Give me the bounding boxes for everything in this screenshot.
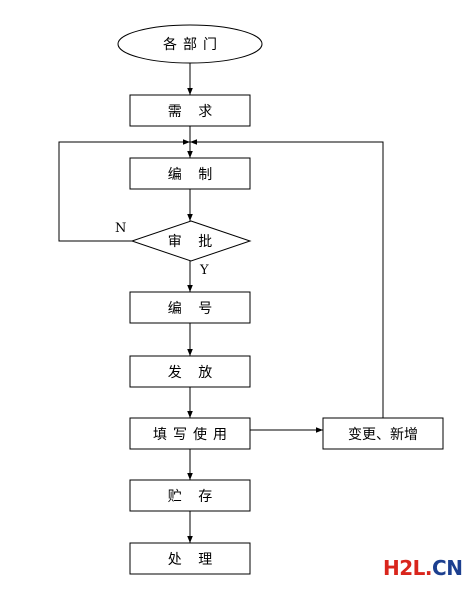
fill-use-node-shape	[129, 417, 251, 450]
demand-node-shape	[129, 94, 251, 127]
watermark-dot: .	[424, 556, 433, 580]
edge-yes-label: Y	[199, 263, 209, 278]
store-node-label: 贮 存	[168, 489, 218, 505]
watermark-suffix-text: CN	[432, 556, 463, 580]
handle-node-label: 处 理	[168, 552, 218, 568]
handle-node-shape	[129, 542, 251, 575]
demand-node-label: 需 求	[168, 104, 218, 120]
edge-change-loop	[190, 139, 384, 418]
approve-decision-label: 审 批	[168, 234, 218, 250]
site-watermark-logo: H2L.CN	[383, 556, 463, 580]
change-add-node-label: 变更、新增	[348, 427, 418, 443]
number-node-label: 编 号	[168, 301, 218, 317]
edge-no-label: N	[115, 221, 126, 236]
start-node-label: 各部门	[163, 37, 223, 53]
approve-decision-shape	[130, 220, 252, 262]
issue-node-label: 发 放	[168, 365, 218, 381]
store-node-shape	[129, 479, 251, 512]
compile-node-label: 编 制	[168, 167, 218, 183]
change-add-node-shape	[322, 417, 444, 450]
watermark-main-text: H2L	[383, 556, 425, 580]
number-node-shape	[129, 291, 251, 324]
edge-approve-reject-loop	[58, 139, 190, 242]
fill-use-node-label: 填写使用	[153, 426, 233, 443]
